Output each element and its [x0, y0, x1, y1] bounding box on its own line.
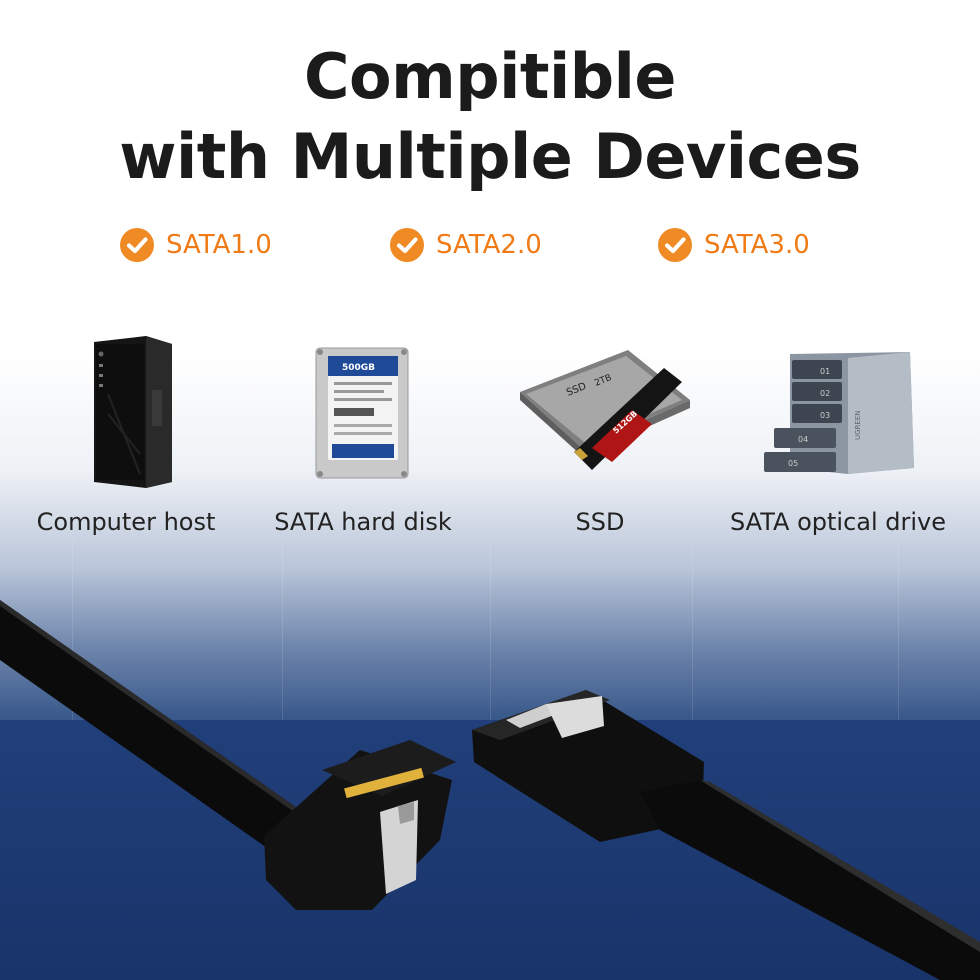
bay-number: 02 — [820, 389, 830, 398]
sata-standards-row: SATA1.0 SATA2.0 SATA3.0 — [0, 222, 980, 268]
standard-badge-sata1: SATA1.0 — [120, 222, 272, 268]
hard-disk-icon: 500GB — [315, 347, 409, 479]
optical-drive-enclosure-icon: UGREEN 01 02 03 04 05 — [764, 352, 914, 474]
background-divider — [692, 540, 693, 720]
background-divider — [898, 540, 899, 720]
standard-label: SATA3.0 — [704, 230, 810, 260]
bay-number: 01 — [820, 367, 830, 376]
bay-number: 04 — [798, 435, 808, 444]
check-icon — [390, 228, 424, 262]
sata-cable-icon — [0, 600, 980, 980]
standard-badge-sata2: SATA2.0 — [390, 222, 542, 268]
background-divider — [490, 540, 491, 720]
check-icon — [658, 228, 692, 262]
drive-bays: 01 02 03 04 05 — [764, 360, 842, 472]
device-label-optical-drive: SATA optical drive — [729, 508, 947, 536]
standard-label: SATA1.0 — [166, 230, 272, 260]
computer-host-icon — [94, 336, 172, 488]
bay-number: 03 — [820, 411, 830, 420]
device-label-hard-disk: SATA hard disk — [274, 508, 452, 536]
background-divider — [282, 540, 283, 720]
ssd-icon: SSD 2TB 512GB — [520, 350, 690, 470]
standard-label: SATA2.0 — [436, 230, 542, 260]
standard-badge-sata3: SATA3.0 — [658, 222, 810, 268]
check-icon — [120, 228, 154, 262]
headline-line-2: with Multiple Devices — [119, 120, 861, 193]
device-label-ssd: SSD — [575, 508, 625, 536]
bay-number: 05 — [788, 459, 798, 468]
background-divider — [72, 540, 73, 720]
headline-line-1: Compitible — [304, 40, 676, 113]
hdd-capacity-text: 500GB — [342, 363, 375, 373]
device-label-computer-host: Computer host — [36, 508, 216, 536]
enclosure-brand-text: UGREEN — [854, 411, 862, 441]
